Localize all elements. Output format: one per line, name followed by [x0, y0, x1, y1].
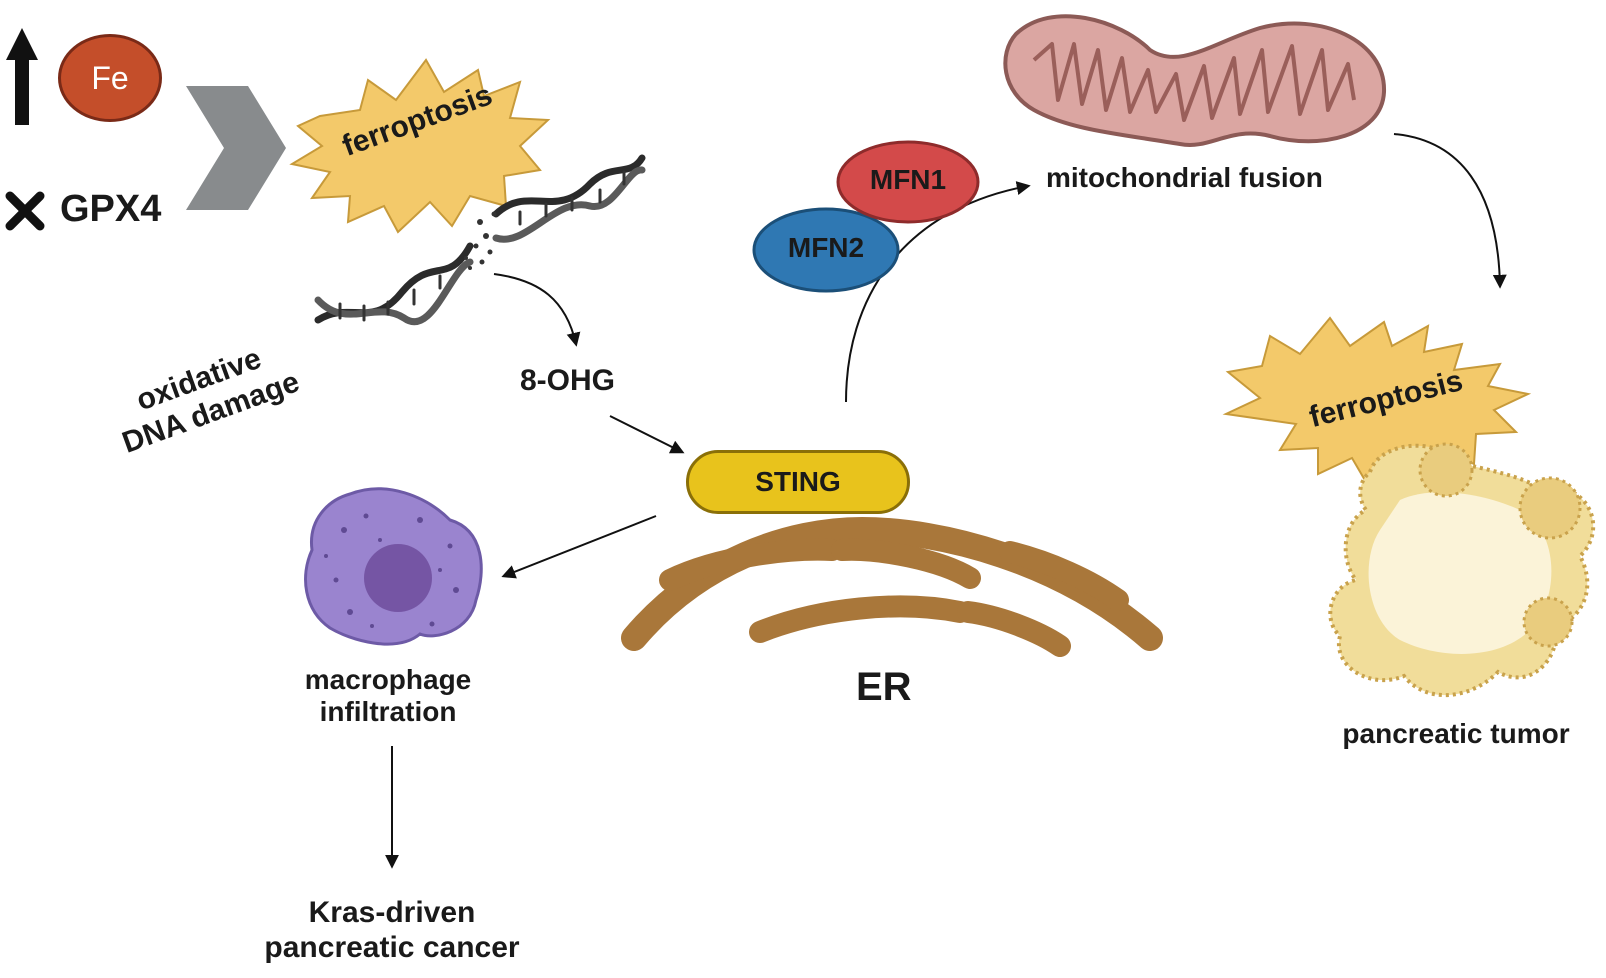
macrophage-line-1: macrophage [304, 664, 472, 695]
macrophage-infiltration-label: macrophage infiltration [305, 664, 472, 728]
mitochondrion-icon [1003, 14, 1387, 147]
kras-line-1: Kras-driven [308, 896, 476, 929]
mfn2-label: MFN2 [787, 232, 865, 263]
pancreatic-tumor-label: pancreatic tumor [1342, 718, 1570, 749]
arrow-8ohg-to-sting [609, 415, 685, 454]
mfn2-ellipse [752, 207, 900, 293]
arrow-dna-to-8ohg [493, 273, 581, 347]
gpx4-label: GPX4 [60, 188, 162, 230]
up-arrow-icon [6, 28, 38, 125]
kras-driven-cancer-label: Kras-driven pancreatic cancer [264, 896, 519, 965]
chevron-icon [186, 86, 286, 210]
8-ohg-label: 8-OHG [520, 364, 616, 397]
x-mark-icon [5, 191, 45, 231]
mfn1-label: MFN1 [869, 164, 947, 195]
dna-helix-icon [314, 154, 646, 325]
arrow-sting-to-macrophage [501, 515, 657, 579]
er-label: ER [856, 665, 912, 709]
arrow-mito-to-ferroptosis [1393, 133, 1507, 289]
tumor-icon [1328, 442, 1596, 698]
mitochondrial-fusion-label: mitochondrial fusion [1046, 162, 1323, 193]
sting-pill: STING [686, 450, 910, 514]
macrophage-line-2: infiltration [319, 696, 457, 728]
ferroptosis-burst-right [1222, 316, 1532, 484]
ferroptosis-burst-top [289, 58, 551, 234]
fe-label: Fe [91, 59, 129, 96]
mfn1-ellipse [836, 140, 980, 224]
macrophage-icon [304, 487, 483, 646]
er-icon [621, 516, 1163, 657]
sting-label: STING [755, 466, 841, 497]
fe-circle: Fe [58, 34, 162, 122]
kras-line-2: pancreatic cancer [264, 930, 520, 964]
